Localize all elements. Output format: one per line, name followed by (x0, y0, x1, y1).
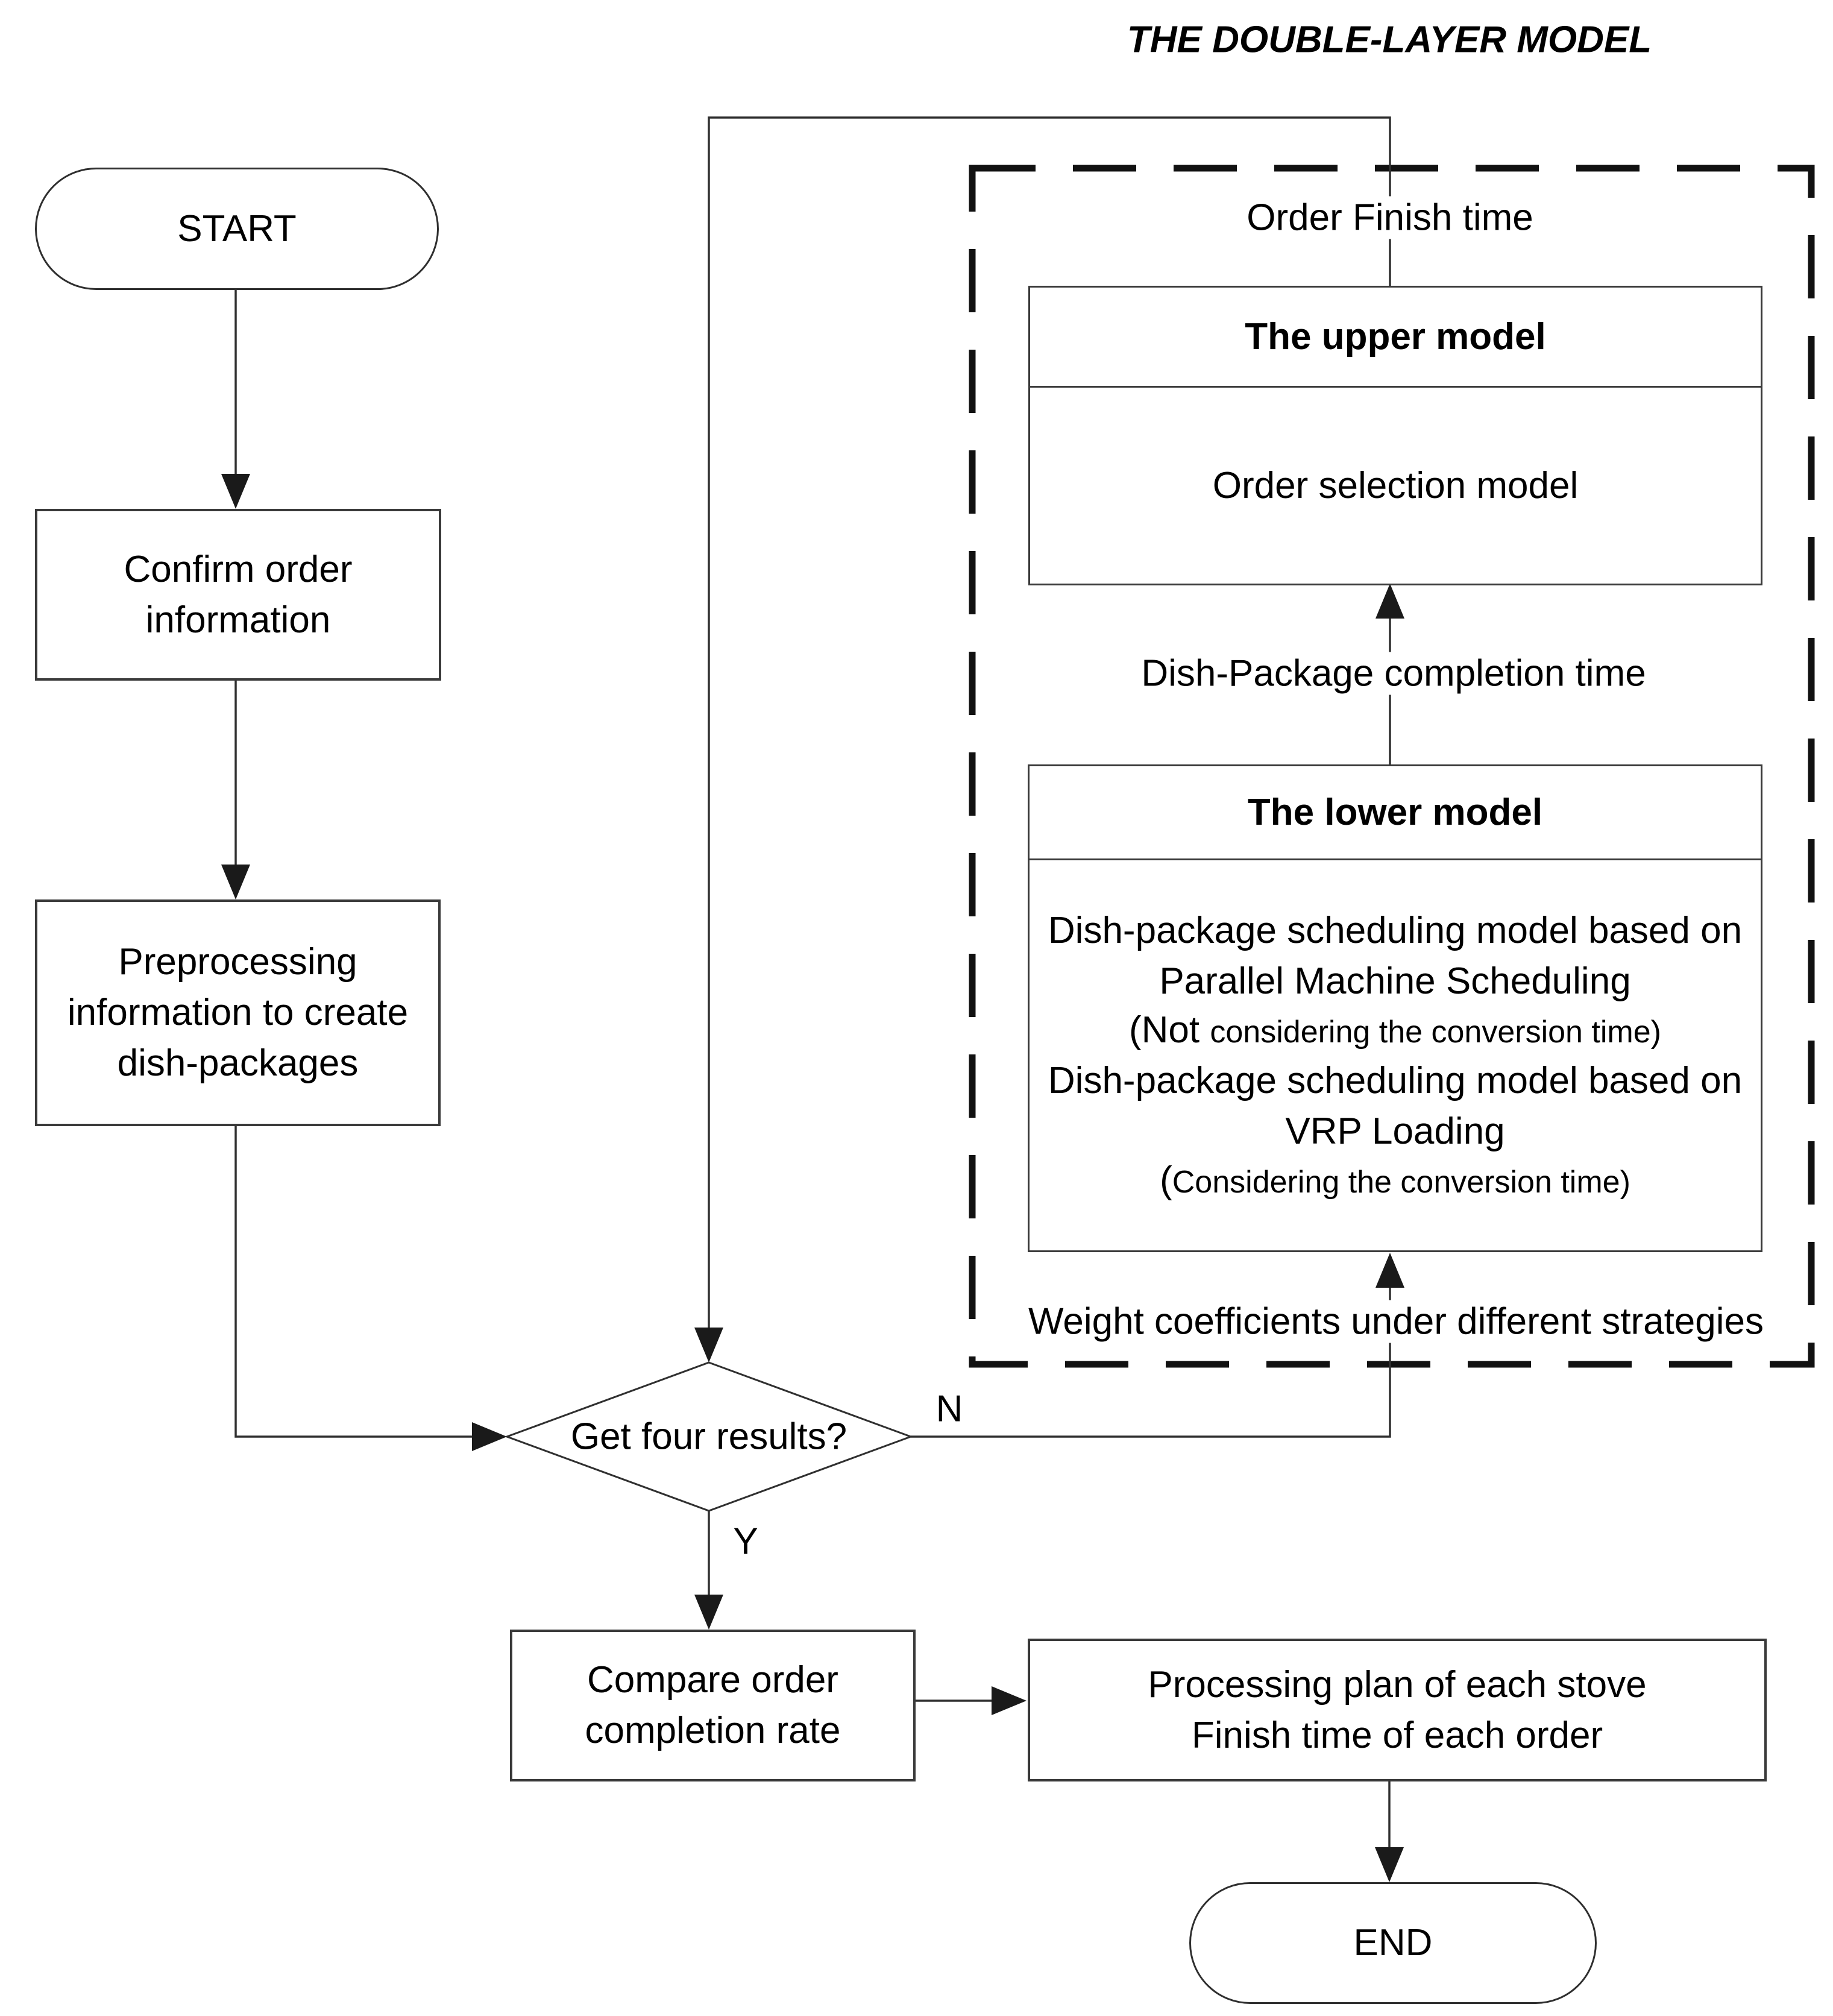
decision-branch-no-label: N (935, 1388, 963, 1430)
arrowhead-into-decision-top (694, 1328, 723, 1362)
lower-model-note-pms-lead: (Not (1129, 1009, 1210, 1051)
weight-coefficients-label: Weight coefficients under different stra… (1016, 1300, 1776, 1343)
processing-plan-node: Processing plan of each stove Finish tim… (1028, 1639, 1767, 1781)
lower-model-item-pms: Dish-package scheduling model based on P… (1048, 909, 1743, 1002)
lower-model-body: Dish-package scheduling model based on P… (1030, 860, 1761, 1250)
preprocess-node: Preprocessing information to create dish… (35, 899, 441, 1126)
lower-model-note-vrp-rest: Considering the conversion time) (1172, 1164, 1630, 1200)
end-node: END (1189, 1882, 1597, 2004)
lower-model-item-vrp: Dish-package scheduling model based on V… (1048, 1059, 1743, 1152)
lower-model-node: The lower model Dish-package scheduling … (1028, 764, 1762, 1252)
lower-model-note-vrp: (Considering the conversion time) (1160, 1157, 1630, 1206)
confirm-order-node: Confirm order information (35, 509, 441, 681)
confirm-order-label: Confirm order information (124, 548, 353, 641)
lower-model-title: The lower model (1030, 766, 1761, 860)
start-label: START (177, 207, 297, 250)
lower-model-note-pms-rest: considering the conversion time) (1210, 1014, 1661, 1050)
arrowhead-into-end (1375, 1847, 1404, 1882)
processing-plan-label: Processing plan of each stove Finish tim… (1148, 1663, 1647, 1756)
upper-model-node: The upper model Order selection model (1028, 286, 1762, 585)
arrowhead-into-processing (992, 1686, 1027, 1715)
start-node: START (35, 168, 439, 290)
decision-diamond-shape (504, 1361, 914, 1512)
upper-model-title: The upper model (1030, 288, 1761, 388)
upper-model-body: Order selection model (1212, 464, 1579, 506)
lower-model-note-pms: (Not considering the conversion time) (1129, 1007, 1661, 1056)
dish-package-completion-time-label: Dish-Package completion time (1129, 652, 1658, 695)
decision-branch-yes-label: Y (733, 1520, 758, 1563)
arrowhead-into-decision-left (472, 1422, 507, 1451)
arrowhead-into-confirm (221, 474, 250, 509)
end-label: END (1353, 1922, 1433, 1964)
decision-label: Get four results? (570, 1416, 847, 1458)
arrowhead-into-compare (694, 1595, 723, 1630)
preprocess-label: Preprocessing information to create dish… (67, 941, 409, 1084)
page-title: THE DOUBLE-LAYER MODEL (1127, 19, 1652, 61)
arrowhead-into-upper-model (1376, 584, 1404, 619)
double-layer-dashed-border (969, 165, 1815, 1368)
compare-node: Compare order completion rate (510, 1630, 916, 1781)
compare-label: Compare order completion rate (585, 1659, 841, 1751)
order-finish-time-label: Order Finish time (1234, 196, 1545, 239)
lower-model-note-vrp-lead: ( (1160, 1159, 1172, 1201)
connector-preprocess-to-decision (234, 1121, 473, 1438)
arrowhead-into-lower-model (1376, 1253, 1404, 1288)
arrowhead-into-preprocess (221, 865, 250, 899)
